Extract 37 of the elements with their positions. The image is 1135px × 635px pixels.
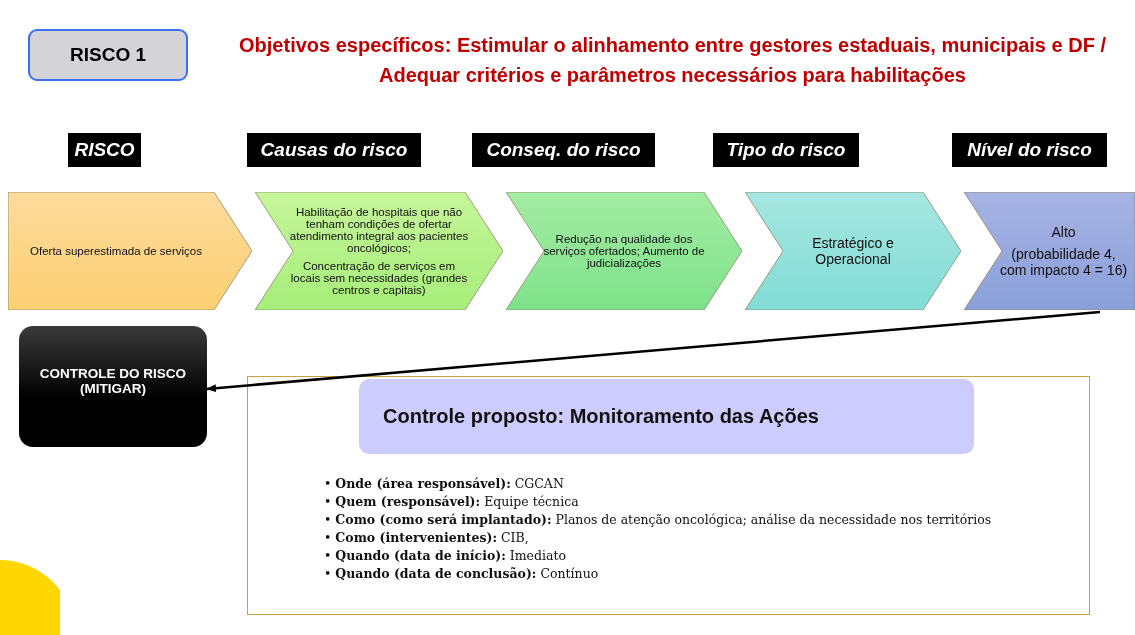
node-text: Alto (1051, 224, 1076, 240)
process-step (745, 192, 961, 310)
control-box (19, 326, 207, 447)
node-text: Concentração de serviços em locais sem necessidades (grandes centros e capitais) (289, 260, 469, 296)
node-text: Controle proposto: Monitoramento das Ações (383, 405, 819, 428)
bullet-item: • Onde (área responsável): CGCAN (324, 475, 565, 493)
node-text: Causas do risco (260, 139, 408, 161)
node-text: Estratégico e Operacional (811, 235, 895, 267)
node-text: Oferta superestimada de serviços (30, 245, 202, 257)
column-header (952, 133, 1107, 167)
node-text: RISCO (74, 139, 135, 161)
bullet-item: • Como (como será implantado): Planos de atenção oncológica; análise da necessidade nos territórios (324, 511, 993, 529)
process-step (964, 192, 1135, 310)
node-text: Nível do risco (967, 139, 1092, 161)
process-step (506, 192, 742, 310)
process-step (8, 192, 252, 310)
node-text: RISCO 1 (70, 44, 146, 66)
column-header (247, 133, 421, 167)
arrow (206, 310, 1101, 393)
column-header (472, 133, 655, 167)
node-text: Tipo do risco (726, 139, 846, 161)
heading-box (359, 379, 974, 454)
risk-badge (28, 29, 188, 81)
title: Objetivos específicos: Estimular o alinhamento entre gestores estaduais, municipais e DF / Adequar critérios e parâmetros necessários para habilitações (238, 33, 1107, 88)
node-text: Redução na qualidade dos serviços ofertados; Aumento de judicializações (542, 233, 706, 269)
bullet-item: • Quando (data de conclusão): Contínuo (324, 565, 600, 583)
bullet-item: • Quem (responsável): Equipe técnica (324, 493, 580, 511)
node-text: CONTROLE DO RISCO (MITIGAR) (38, 365, 188, 396)
bullet-item: • Como (intervenientes): CIB, (324, 529, 530, 547)
column-header (68, 133, 141, 167)
node-text: Conseq. do risco (486, 139, 641, 161)
process-step (255, 192, 503, 310)
control-panel (247, 376, 1090, 615)
node-text: Habilitação de hospitais que não tenham condições de ofertar atendimento integral aos pacientes oncológicos; (289, 206, 469, 254)
bullet-item: • Quando (data de início): Imediato (324, 547, 567, 565)
node-text: (probabilidade 4, com impacto 4 = 16) (998, 246, 1129, 278)
column-header (713, 133, 859, 167)
